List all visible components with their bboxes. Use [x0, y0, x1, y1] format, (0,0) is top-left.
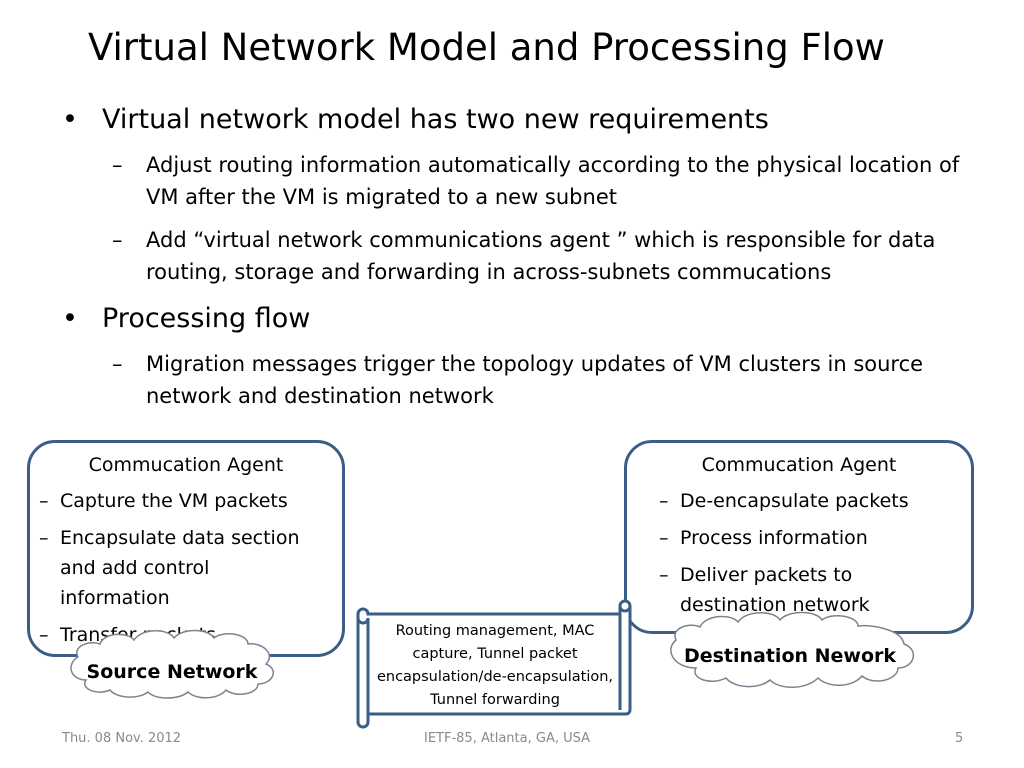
source-agent-box: Commucation Agent – Capture the VM packe…	[27, 440, 345, 657]
dash-symbol: –	[659, 527, 669, 549]
dash-symbol: –	[112, 228, 123, 252]
source-cloud-icon	[70, 629, 275, 699]
middle-scroll-text: Routing management, MAC capture, Tunnel …	[376, 623, 614, 708]
slide-title: Virtual Network Model and Processing Flo…	[88, 26, 885, 69]
footer-event: IETF-85, Atlanta, GA, USA	[424, 731, 591, 746]
sub-bullet-text: Migration messages trigger the topology …	[146, 352, 924, 408]
bullet-symbol: •	[62, 104, 78, 135]
agent-item-text: Encapsulate data section and add control…	[60, 527, 300, 609]
agent-title: Commucation Agent	[88, 454, 284, 476]
footer-date: Thu. 08 Nov. 2012	[62, 731, 182, 746]
dash-symbol: –	[659, 564, 669, 586]
destination-cloud-icon	[670, 611, 915, 688]
agent-item-text: Capture the VM packets	[60, 490, 288, 512]
bullet-symbol: •	[62, 303, 78, 334]
destination-network-label: Destination Nework	[683, 645, 897, 667]
agent-title: Commucation Agent	[701, 454, 897, 476]
dash-symbol: –	[112, 352, 123, 376]
agent-item-text: Process information	[680, 527, 868, 549]
agent-item-text: Deliver packets to destination network	[680, 564, 870, 616]
source-network-label: Source Network	[86, 661, 258, 683]
bullet-text: Processing flow	[102, 303, 311, 334]
dash-symbol: –	[39, 527, 49, 549]
scroll-icon	[356, 599, 632, 729]
sub-bullet-text: Add “virtual network communications agen…	[146, 228, 936, 284]
footer-page-number: 5	[955, 731, 964, 746]
dash-symbol: –	[39, 490, 49, 512]
agent-item-text: De-encapsulate packets	[680, 490, 909, 512]
sub-bullet-text: Adjust routing information automatically…	[146, 153, 960, 209]
dash-symbol: –	[39, 624, 49, 646]
dash-symbol: –	[659, 490, 669, 512]
bullet-text: Virtual network model has two new requir…	[102, 104, 769, 135]
dash-symbol: –	[112, 153, 123, 177]
